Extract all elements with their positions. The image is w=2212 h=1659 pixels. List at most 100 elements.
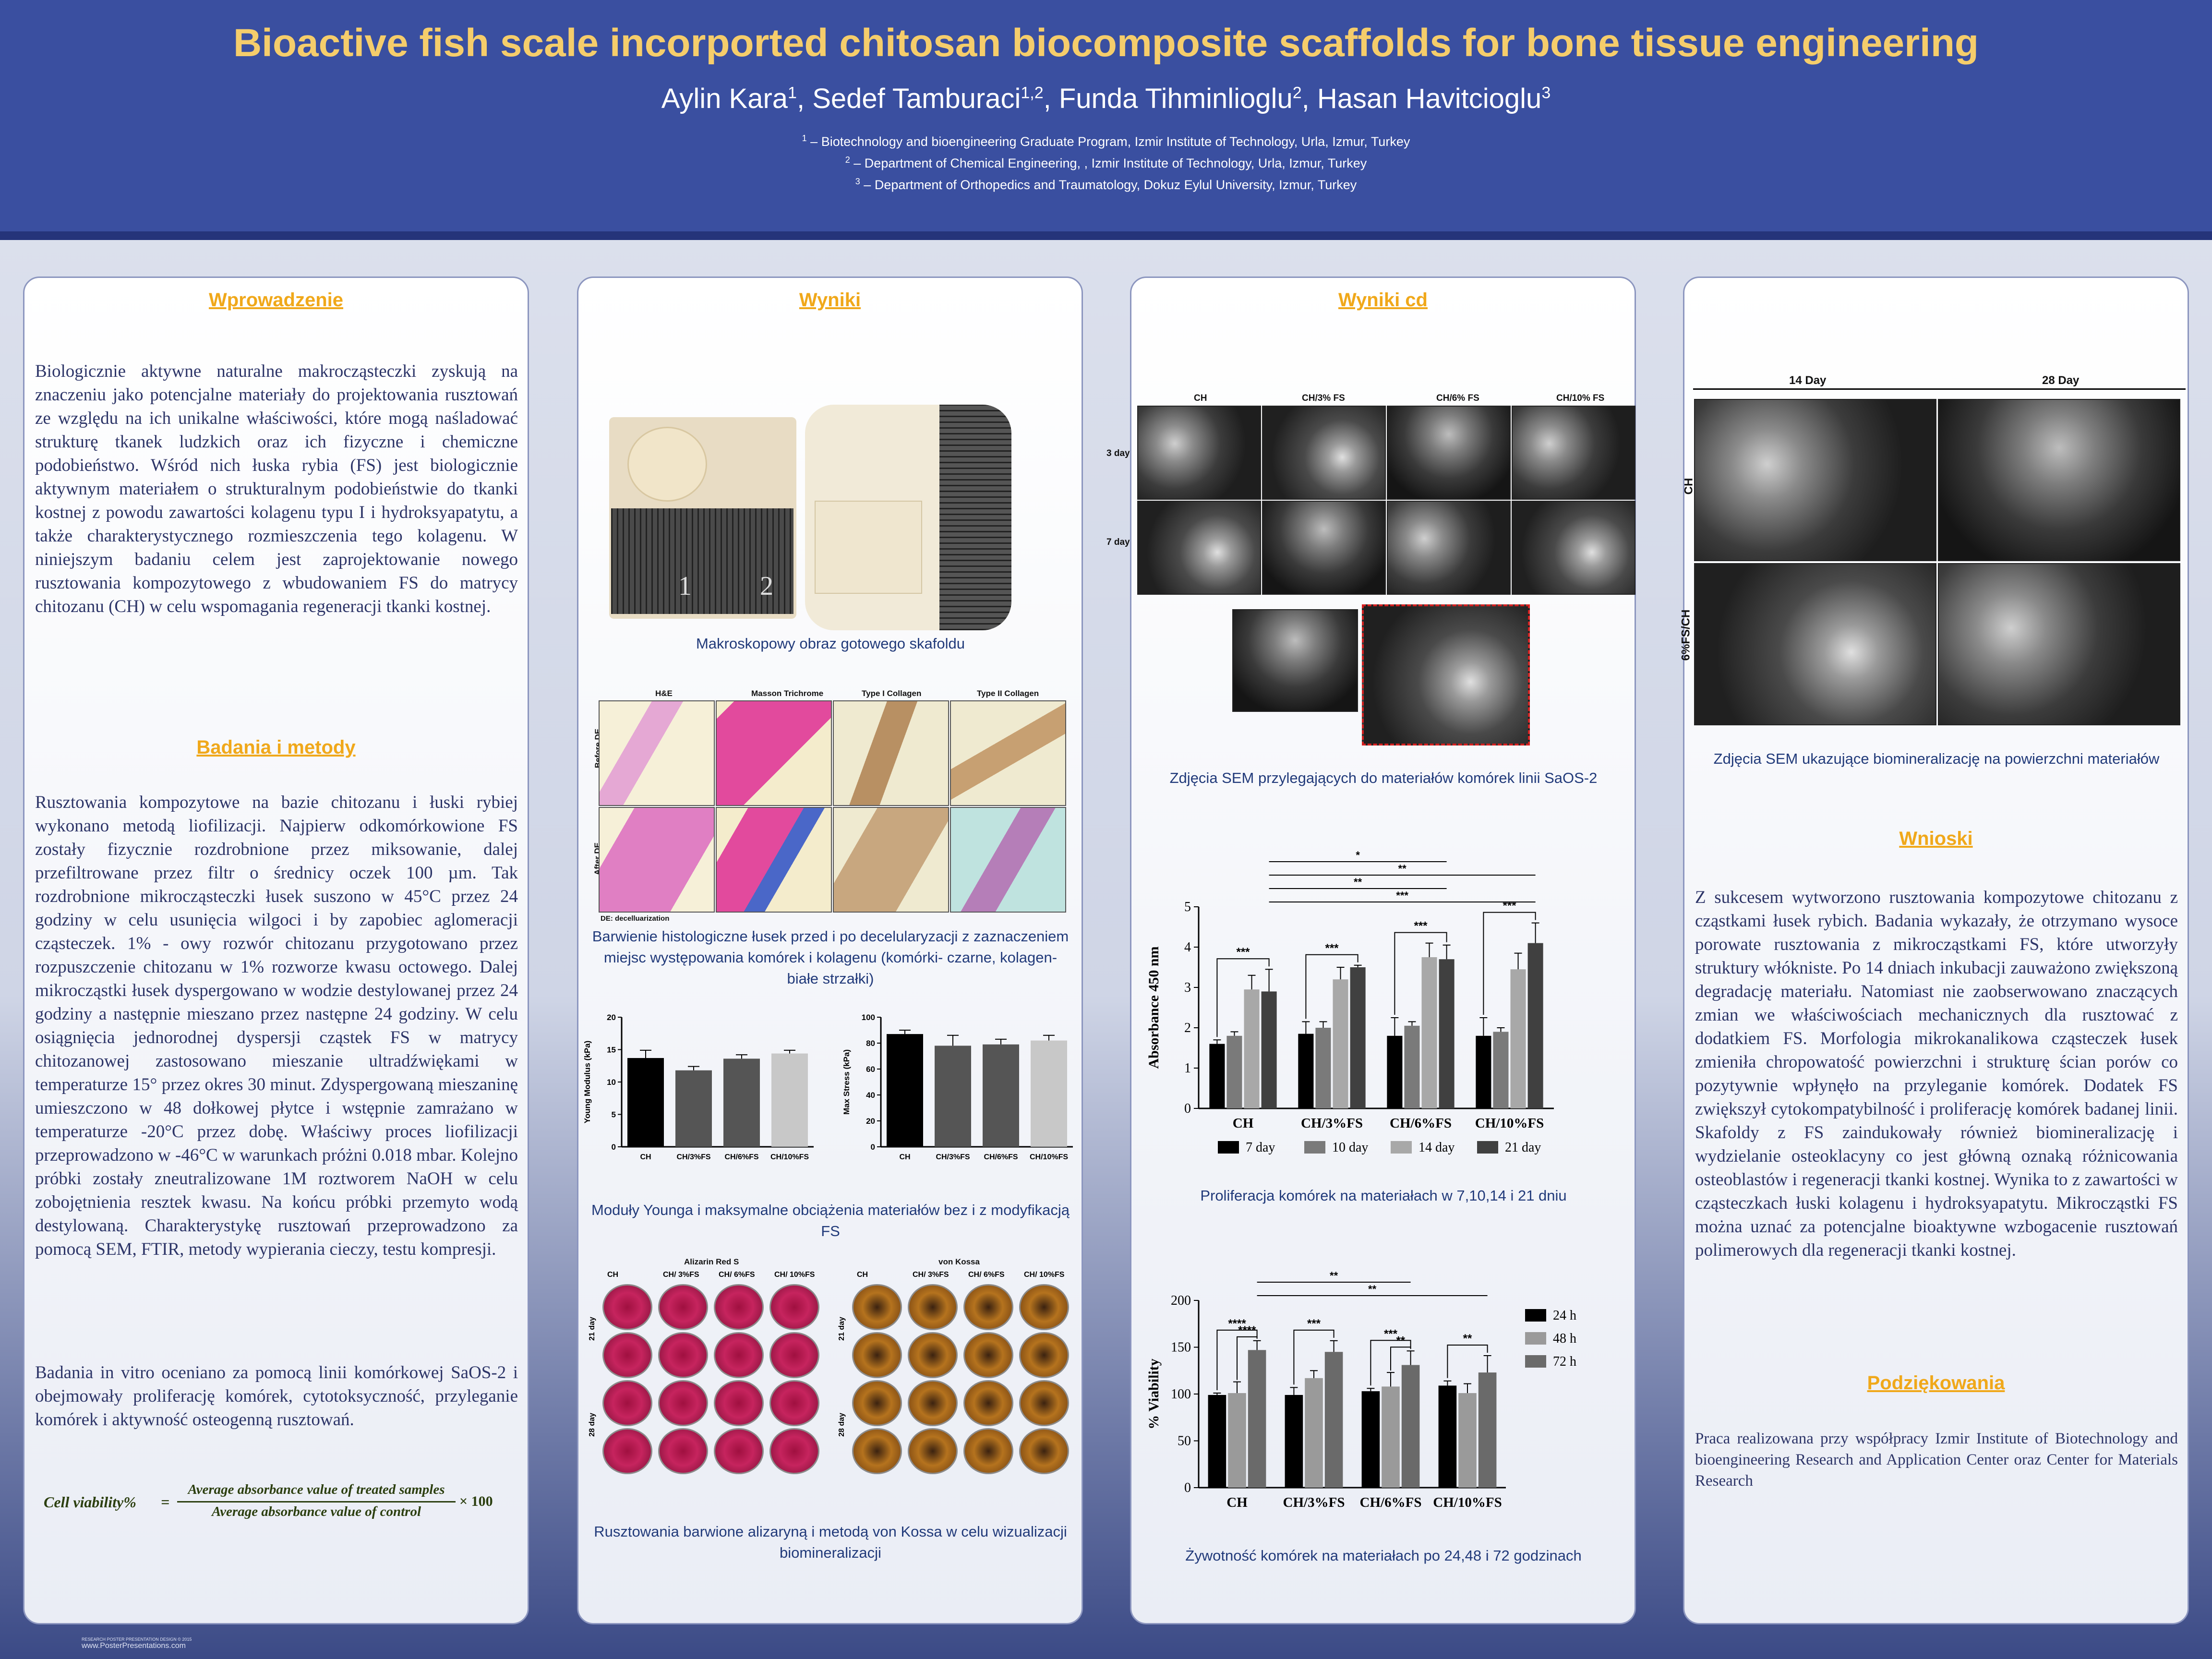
viab-legend-label: 72 h <box>1553 1354 1576 1369</box>
alizarin-dish <box>769 1332 819 1378</box>
vonkossa-col-label: CH/ 10%FS <box>1024 1271 1065 1279</box>
sem-ch-7day <box>1137 501 1261 595</box>
young-y-tick-label: 5 <box>612 1110 616 1119</box>
viab-sig-bracket <box>1390 1346 1411 1371</box>
vonkossa-dish <box>1019 1332 1069 1378</box>
caption-viability: Żywotność komórek na materiałach po 24,4… <box>1185 1547 1582 1564</box>
formula-fraction-bar <box>177 1501 456 1503</box>
sem-overview <box>1232 609 1358 712</box>
stress-y-tick-label: 100 <box>862 1013 875 1022</box>
section-title-methods: Badania i metody <box>196 737 356 758</box>
poster-footer: RESEARCH POSTER PRESENTATION DESIGN © 20… <box>82 1637 192 1650</box>
viab-sig-label: **** <box>1238 1324 1256 1337</box>
viab-sig-label: *** <box>1384 1327 1398 1340</box>
vonkossa-dish <box>963 1428 1013 1474</box>
sem-col-6fs: CH/6% FS <box>1436 393 1479 403</box>
viab-sig-bracket <box>1447 1345 1488 1378</box>
prolif-sig-bracket <box>1305 954 1358 1019</box>
prolif-legend-swatch <box>1304 1141 1325 1154</box>
prolif-y-tick-label: 3 <box>1184 980 1191 995</box>
introduction-text: Biologicznie aktywne naturalne makrocząs… <box>35 361 518 616</box>
viab-bar <box>1285 1395 1303 1488</box>
macroscopic-photo-disc: 1 2 <box>609 417 796 619</box>
young-x-tick-label: CH/10%FS <box>770 1153 809 1161</box>
prolif-sig-label: *** <box>1236 946 1250 959</box>
caption-sem-adhesion: Zdjęcia SEM przylegających do materiałów… <box>1169 769 1598 786</box>
sem-3fs-3day <box>1262 406 1386 500</box>
formula-lhs: Cell viability% <box>44 1493 136 1511</box>
vonkossa-col-label: CH/ 3%FS <box>913 1271 949 1279</box>
alizarin-dish <box>714 1380 764 1426</box>
prolif-legend-label: 21 day <box>1505 1140 1541 1155</box>
panel-results-cont: Wyniki cd CH CH/3% FS CH/6% FS CH/10% FS… <box>1106 276 1637 1624</box>
scaffold-disc <box>627 427 707 502</box>
young-bar <box>627 1058 664 1147</box>
section-title-results-cont: Wyniki cd <box>1338 289 1428 311</box>
viab-bar <box>1458 1393 1477 1488</box>
stress-x-tick-label: CH <box>899 1153 910 1161</box>
prolif-x-tick-label: CH/6%FS <box>1390 1116 1452 1131</box>
prolif-y-tick-label: 2 <box>1184 1021 1191 1035</box>
viab-bar <box>1361 1391 1380 1488</box>
prolif-y-tick-label: 0 <box>1184 1101 1191 1116</box>
young-y-tick-label: 0 <box>612 1142 616 1152</box>
sem-6fs-28day <box>1938 563 2180 725</box>
stain-title-alizarin: Alizarin Red S <box>684 1257 739 1266</box>
viab-y-tick-label: 50 <box>1178 1434 1191 1449</box>
author-list: Aylin Kara1, Sedef Tamburaci1,2, Funda T… <box>0 83 2212 115</box>
ruler-vertical <box>939 405 1011 630</box>
panel-conclusions: 14 Day 28 Day CH 6%FS/CH Zdjęcia SEM uka… <box>1679 276 2190 1624</box>
sem-ch-14day <box>1694 399 1936 561</box>
viab-sig-label: ** <box>1368 1283 1377 1295</box>
sem-col-ch: CH <box>1194 393 1207 403</box>
viab-legend-swatch <box>1525 1332 1546 1345</box>
viab-bar <box>1438 1385 1457 1488</box>
formula-rhs: × 100 <box>459 1493 493 1509</box>
affiliation-2: 2 – Department of Chemical Engineering, … <box>845 155 1367 170</box>
prolif-y-tick-label: 4 <box>1184 940 1191 955</box>
section-title-acknowledgements: Podziękowania <box>1867 1372 2005 1394</box>
alizarin-dish <box>769 1284 819 1330</box>
sem-6fs-14day <box>1694 563 1936 725</box>
young-y-tick-label: 15 <box>607 1046 616 1055</box>
histo-masson-after <box>716 807 832 913</box>
stress-x-tick-label: CH/3%FS <box>936 1153 970 1161</box>
prolif-legend-swatch <box>1218 1141 1239 1154</box>
poster-header: Bioactive fish scale incorported chitosa… <box>0 0 2212 240</box>
vonkossa-row-label: 28 day <box>837 1413 846 1437</box>
viab-sig-label: ** <box>1396 1334 1405 1347</box>
sem-row-3day: 3 day <box>1106 448 1130 458</box>
prolif-x-tick-label: CH/10%FS <box>1475 1116 1544 1131</box>
macroscopic-photo-block <box>805 405 1011 630</box>
methods-text-in-vitro: Badania in vitro oceniano za pomocą lini… <box>35 1363 518 1430</box>
prolif-sig-label: * <box>1356 849 1360 861</box>
ruler-mark-1: 1 <box>678 571 692 601</box>
sem-mineral-figure: 14 Day 28 Day CH 6%FS/CH <box>1679 374 2190 739</box>
young-x-tick-label: CH <box>640 1153 651 1161</box>
alizarin-dish <box>658 1380 708 1426</box>
viab-y-tick-label: 0 <box>1184 1480 1191 1495</box>
viab-bar <box>1478 1372 1497 1488</box>
vonkossa-row-label: 21 day <box>837 1317 846 1341</box>
viab-x-tick-label: CH/6%FS <box>1360 1495 1422 1510</box>
sem-adhesion-figure: CH CH/3% FS CH/6% FS CH/10% FS 3 day 7 d… <box>1106 393 1637 873</box>
alizarin-dish <box>769 1428 819 1474</box>
vonkossa-dish <box>963 1332 1013 1378</box>
viab-bar <box>1305 1378 1323 1488</box>
sem-10fs-7day <box>1512 501 1635 595</box>
prolif-sig-label: *** <box>1414 920 1428 933</box>
sem-col-10fs: CH/10% FS <box>1556 393 1605 403</box>
sem-zoom <box>1362 604 1530 745</box>
prolif-bar <box>1421 957 1437 1108</box>
alizarin-col-label: CH/ 10%FS <box>774 1271 815 1279</box>
prolif-bar <box>1439 959 1455 1108</box>
methods-text: Rusztowania kompozytowe na bazie chitoza… <box>35 793 518 1259</box>
histo-masson-before <box>716 700 832 806</box>
prolif-y-tick-label: 5 <box>1184 900 1191 914</box>
sem-10fs-3day <box>1512 406 1635 500</box>
panel-introduction-methods: Wprowadzenie Biologicznie aktywne natura… <box>23 276 529 1624</box>
prolif-bar <box>1404 1025 1420 1108</box>
sem-ch-3day <box>1137 406 1261 500</box>
prolif-legend-label: 14 day <box>1419 1140 1455 1155</box>
